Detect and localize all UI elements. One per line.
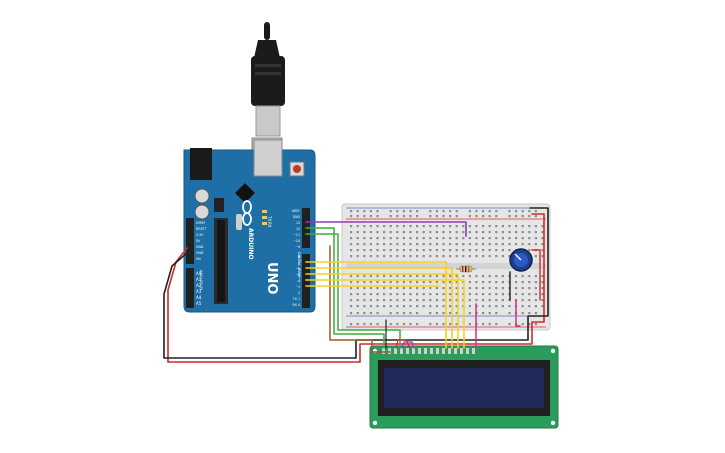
breadboard-holes[interactable] xyxy=(350,210,544,326)
led-rx xyxy=(262,222,267,225)
lcd-pin[interactable] xyxy=(406,348,409,354)
lcd-pin[interactable] xyxy=(448,348,451,354)
wire-jumper-red[interactable] xyxy=(395,339,411,349)
wire-brown[interactable] xyxy=(329,245,391,353)
digital-pin-label: 13 xyxy=(296,221,300,225)
led-tx xyxy=(262,216,267,219)
lcd-pin[interactable] xyxy=(436,348,439,354)
analog-pin-label: A4 xyxy=(196,295,202,300)
usb-jack xyxy=(253,139,283,177)
lcd-pin[interactable] xyxy=(400,348,403,354)
digital-pin-label: ~10 xyxy=(293,239,300,243)
digital-label: DIGITAL (PWM~) xyxy=(297,252,301,282)
analog-label: ANALOG IN xyxy=(199,270,203,290)
model-label: UNO xyxy=(264,262,279,295)
analog-header xyxy=(186,268,194,308)
analog-pin-labels: A0 A1 A2 A3 A4 A5 xyxy=(196,271,202,306)
digital-pin-label: ~9 xyxy=(295,245,300,249)
arduino-uno-board[interactable]: ARDUINO UNO TX RX DIGITAL (PWM~) ANALOG … xyxy=(183,139,316,313)
lcd-pin[interactable] xyxy=(454,348,457,354)
power-jack xyxy=(190,148,212,180)
digital-pin-label: ~6 xyxy=(295,267,300,271)
rx-label: RX xyxy=(267,222,272,228)
digital-pin-label: AREF xyxy=(292,209,300,213)
lcd-pin[interactable] xyxy=(394,348,397,354)
digital-pin-label: ~5 xyxy=(295,273,300,277)
analog-pin-label: A0 xyxy=(196,271,202,276)
wire-magenta-2[interactable] xyxy=(515,299,521,327)
led-l xyxy=(262,210,267,213)
capacitor xyxy=(194,204,210,220)
arduino-logo xyxy=(242,200,252,226)
lcd-pin-header[interactable] xyxy=(382,348,475,354)
digital-pin-label: 12 xyxy=(296,227,300,231)
lcd-pin[interactable] xyxy=(466,348,469,354)
wire-pot-red[interactable] xyxy=(531,249,541,301)
digital-pin-label: ~11 xyxy=(293,233,300,237)
wires xyxy=(163,207,549,363)
lcd-pin[interactable] xyxy=(430,348,433,354)
lcd-16x2-module[interactable] xyxy=(369,345,559,429)
lcd-pin[interactable] xyxy=(418,348,421,354)
wire-5v-red[interactable] xyxy=(167,213,545,363)
lcd-pin[interactable] xyxy=(442,348,445,354)
resistor[interactable] xyxy=(456,265,476,273)
power-pin-label: RESET xyxy=(196,227,206,231)
potentiometer[interactable] xyxy=(509,248,533,272)
power-header xyxy=(186,218,194,264)
digital-pin-labels: AREF GND 13 12 ~11 ~10 ~9 8 7 ~6 ~5 4 ~3… xyxy=(292,209,301,307)
digital-pin-label: GND xyxy=(293,215,301,219)
wire-yellow-1[interactable] xyxy=(305,261,447,349)
brand-label: ARDUINO xyxy=(247,228,254,259)
digital-pin-label: 4 xyxy=(298,279,300,283)
analog-pin-label: A5 xyxy=(196,301,202,306)
digital-pin-label: 8 xyxy=(298,255,300,259)
power-pin-labels: IOREF RESET 3.3V 5V GND GND Vin xyxy=(196,221,206,261)
analog-pin-label: A1 xyxy=(196,277,202,282)
lcd-pin[interactable] xyxy=(460,348,463,354)
digital-pin-label: 7 xyxy=(298,261,300,265)
lcd-pin[interactable] xyxy=(472,348,475,354)
wire-green-2[interactable] xyxy=(305,233,401,349)
digital-pin-label: 2 xyxy=(298,291,300,295)
digital-pin-label: RX 0 xyxy=(293,303,300,307)
atmega-chip xyxy=(217,220,225,302)
power-pin-label: GND xyxy=(196,251,204,255)
lcd-pin[interactable] xyxy=(424,348,427,354)
tx-label: TX xyxy=(267,215,272,221)
usb-chip xyxy=(235,183,255,203)
lcd-pin[interactable] xyxy=(388,348,391,354)
power-pin-label: IOREF xyxy=(196,221,206,225)
capacitor xyxy=(194,188,210,204)
wire-yellow-2[interactable] xyxy=(305,267,453,349)
wire-yellow-3[interactable] xyxy=(305,273,459,349)
lcd-pin[interactable] xyxy=(382,348,385,354)
power-pin-label: 3.3V xyxy=(196,233,204,237)
crystal xyxy=(236,214,242,230)
analog-pin-label: A2 xyxy=(196,283,202,288)
digital-pin-label: ~3 xyxy=(295,285,300,289)
power-pin-label: 5V xyxy=(196,239,201,243)
digital-pin-label: TX 1 xyxy=(292,297,300,301)
wire-yellow-4[interactable] xyxy=(305,279,465,349)
analog-pin-label: A3 xyxy=(196,289,202,294)
power-pin-label: Vin xyxy=(196,257,201,261)
voltage-regulator xyxy=(214,198,224,212)
power-pin-label: GND xyxy=(196,245,204,249)
wire-purple[interactable] xyxy=(305,221,467,237)
lcd-pin[interactable] xyxy=(412,348,415,354)
wire-jumper-purple[interactable] xyxy=(401,341,415,349)
digital-header-bottom xyxy=(302,254,310,308)
wire-green-1[interactable] xyxy=(305,227,385,349)
lcd-screen xyxy=(384,368,544,408)
